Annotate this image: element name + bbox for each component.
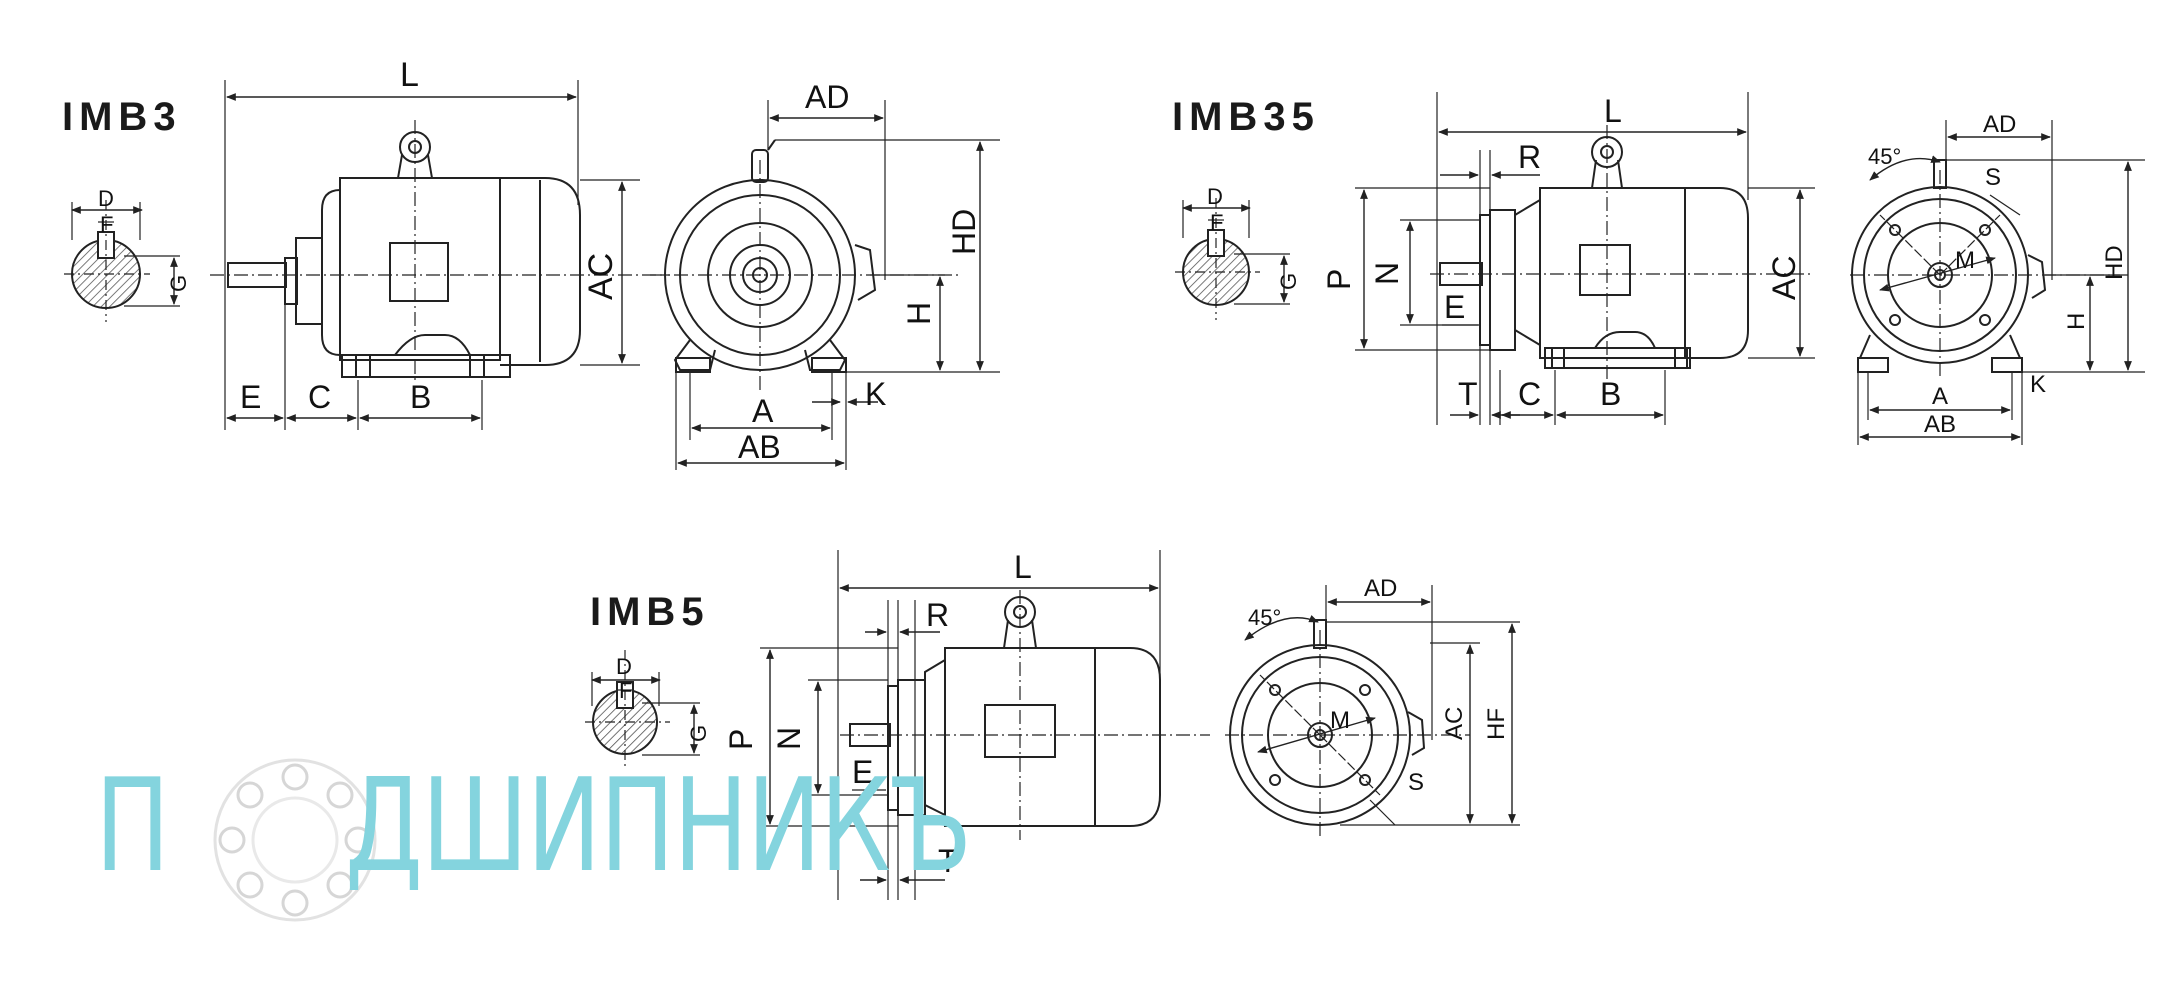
imb35-label-AD: AD bbox=[1983, 111, 2016, 138]
imb5-label-P: P bbox=[723, 729, 759, 750]
imb35-label-A: A bbox=[1932, 383, 1948, 410]
imb35-label-L: L bbox=[1604, 93, 1622, 129]
imb3-label-E: E bbox=[240, 379, 261, 415]
imb5-label-R: R bbox=[926, 597, 949, 633]
imb35-label-E: E bbox=[1444, 289, 1465, 325]
imb35-shaft-section bbox=[1175, 198, 1290, 320]
imb3-label-G: G bbox=[166, 275, 191, 292]
imb35-label-H: H bbox=[2063, 313, 2090, 330]
imb3-label-A: A bbox=[752, 393, 774, 429]
imb35-label-N: N bbox=[1369, 262, 1405, 285]
imb35-label-AB: AB bbox=[1924, 411, 1956, 438]
imb5-label-D: D bbox=[616, 654, 632, 679]
imb3-label-K: K bbox=[865, 376, 886, 412]
imb5-label-T: T bbox=[938, 843, 958, 879]
imb5-end-view bbox=[1225, 585, 1520, 840]
imb3-side-view bbox=[210, 80, 670, 430]
imb35-end-view bbox=[1850, 120, 2145, 445]
section-title-imb3: IMB3 bbox=[62, 95, 182, 139]
imb3-label-L: L bbox=[400, 56, 419, 94]
imb5-side-view bbox=[760, 550, 1210, 900]
watermark-text: ДШИПНИКЪ bbox=[345, 752, 972, 901]
watermark-letter-p: П bbox=[95, 752, 171, 901]
imb3-label-C: C bbox=[308, 379, 331, 415]
imb35-label-D: D bbox=[1207, 184, 1223, 209]
bearing-icon bbox=[213, 758, 377, 922]
imb35-label-T: T bbox=[1458, 376, 1478, 412]
imb35-label-M: M bbox=[1955, 247, 1975, 274]
section-title-imb35: IMB35 bbox=[1172, 95, 1320, 139]
imb3-label-HD: HD bbox=[946, 209, 982, 255]
imb3-end-view bbox=[650, 100, 1000, 470]
imb3-shaft-section bbox=[64, 200, 180, 322]
imb3-label-AD: AD bbox=[805, 79, 849, 115]
imb35-label-K: K bbox=[2030, 371, 2046, 398]
imb35-label-R: R bbox=[1518, 139, 1541, 175]
imb35-label-B: B bbox=[1600, 376, 1621, 412]
imb3-label-AC: AC bbox=[582, 253, 620, 300]
imb5-label-L: L bbox=[1014, 549, 1032, 585]
imb3-label-AB: AB bbox=[738, 429, 781, 465]
imb3-label-H: H bbox=[901, 302, 937, 325]
imb3-label-F: F bbox=[100, 212, 113, 237]
imb35-label-G: G bbox=[1276, 273, 1301, 290]
section-title-imb5: IMB5 bbox=[590, 590, 710, 634]
imb35-label-angle: 45° bbox=[1868, 144, 1901, 169]
imb5-label-F: F bbox=[619, 678, 632, 703]
imb5-label-angle: 45° bbox=[1248, 605, 1281, 630]
imb5-label-M: M bbox=[1330, 707, 1350, 734]
imb35-label-AC: AC bbox=[1766, 256, 1802, 300]
imb5-label-E: E bbox=[852, 754, 873, 790]
imb5-label-HF: HF bbox=[1483, 708, 1510, 740]
imb35-label-HD: HD bbox=[2101, 245, 2128, 280]
imb35-label-S: S bbox=[1985, 164, 2001, 191]
imb5-label-S: S bbox=[1408, 769, 1424, 796]
imb35-label-P: P bbox=[1321, 269, 1357, 290]
imb5-shaft-section bbox=[585, 650, 700, 768]
imb3-label-B: B bbox=[410, 379, 431, 415]
imb5-label-N: N bbox=[771, 727, 807, 750]
watermark-logo: П ДШИПНИКЪ bbox=[95, 752, 972, 925]
imb3-label-D: D bbox=[98, 186, 114, 211]
imb5-label-G: G bbox=[686, 725, 711, 742]
imb35-side-view bbox=[1355, 92, 1815, 425]
imb35-label-F: F bbox=[1210, 210, 1223, 235]
imb5-label-AC: AC bbox=[1441, 707, 1468, 740]
imb35-label-C: C bbox=[1518, 376, 1541, 412]
imb5-label-AD: AD bbox=[1364, 575, 1397, 602]
